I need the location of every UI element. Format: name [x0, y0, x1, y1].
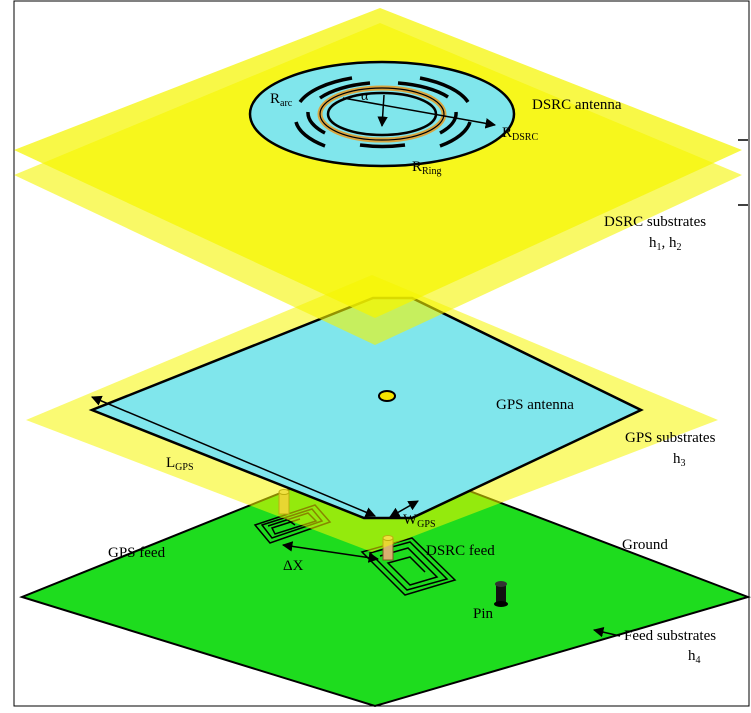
pin-connector	[494, 581, 508, 607]
gps-substrates-label: GPS substrates	[625, 430, 716, 446]
dsrc-feed-label: DSRC feed	[426, 543, 495, 559]
gps-feed-hole	[378, 390, 396, 402]
delta-x-arrow	[281, 541, 380, 563]
pin-label: Pin	[473, 606, 494, 622]
r-dsrc-arrow	[342, 97, 497, 129]
feed-substrate-arrow	[592, 627, 621, 638]
h1-h2-label: h1, h2	[649, 235, 682, 253]
alpha-label: α	[361, 89, 369, 104]
figure-frame	[13, 0, 750, 707]
h4-label: h4	[688, 648, 701, 666]
r-ring-label: RRing	[412, 159, 441, 177]
w-gps-label: WGPS	[403, 512, 436, 530]
r-dsrc-label: RDSRC	[502, 125, 538, 143]
gps-feed-label: GPS feed	[108, 545, 166, 561]
dsrc-antenna	[248, 60, 516, 168]
w-gps-arrow	[389, 500, 419, 518]
dimension-arrows	[91, 94, 748, 638]
l-gps-arrow	[91, 395, 376, 518]
delta-x-label: ΔX	[283, 558, 304, 574]
gps-antenna-label: GPS antenna	[496, 397, 574, 413]
alpha-arrow	[377, 94, 388, 128]
feed-substrates-label: Feed substrates	[624, 628, 716, 644]
dsrc-substrates-label: DSRC substrates	[604, 214, 706, 230]
l-gps-label: LGPS	[166, 455, 194, 473]
diagram-labels: Rarc α RDSRC RRing DSRC antenna DSRC sub…	[108, 89, 716, 666]
h3-label: h3	[673, 451, 686, 469]
ground-label: Ground	[622, 537, 668, 553]
ground-plane	[19, 453, 751, 708]
dsrc-antenna-label: DSRC antenna	[532, 97, 622, 113]
r-arc-label: Rarc	[270, 91, 293, 109]
